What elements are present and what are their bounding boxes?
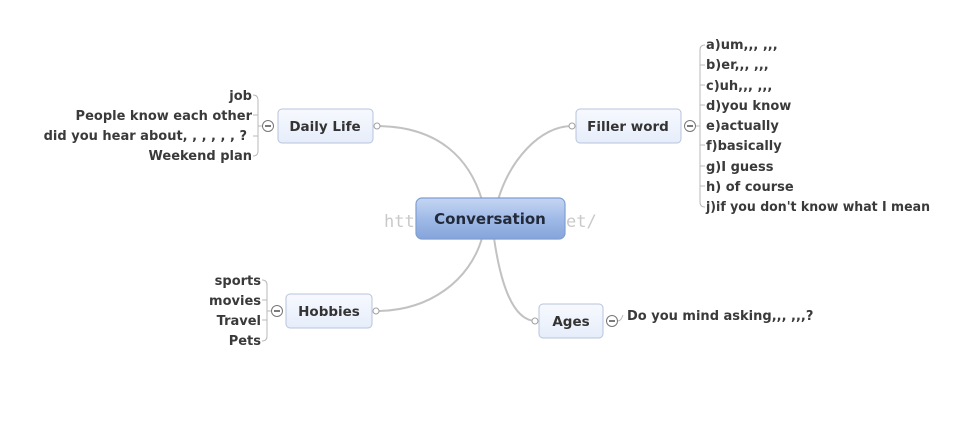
hobbies-item[interactable]: sports xyxy=(215,274,262,289)
hobbies-label: Hobbies xyxy=(298,304,360,320)
filler-word-item[interactable]: j)if you don't know what I mean xyxy=(705,200,930,215)
ages-connector-icon xyxy=(531,317,539,325)
daily-life-item[interactable]: did you hear about, , , , , , ? xyxy=(44,129,247,144)
topic-filler-word[interactable]: Filler word xyxy=(575,108,682,144)
hobbies-box xyxy=(285,293,373,329)
central-topic[interactable]: Conversation xyxy=(415,197,566,240)
daily-life-collapse-icon[interactable] xyxy=(262,120,274,132)
hobbies-item[interactable]: Travel xyxy=(217,314,261,329)
topic-ages[interactable]: Ages xyxy=(538,303,604,339)
daily-life-item[interactable]: job xyxy=(228,89,252,104)
ages-box xyxy=(538,303,604,339)
filler-word-item[interactable]: c)uh,,, ,,, xyxy=(706,79,772,94)
branch-hobbies xyxy=(375,237,483,312)
filler-word-box xyxy=(575,108,682,144)
hobbies-connector-icon xyxy=(372,307,380,315)
watermark-left: http xyxy=(384,212,425,232)
central-topic-box xyxy=(415,197,566,240)
branch-ages xyxy=(493,237,537,322)
branch-filler-word xyxy=(497,125,573,201)
filler-word-item[interactable]: a)um,,, ,,, xyxy=(706,38,778,53)
filler-word-item[interactable]: e)actually xyxy=(706,119,779,134)
watermark-right: et/ xyxy=(566,212,597,232)
daily-life-label: Daily Life xyxy=(289,119,360,135)
filler-word-bracket xyxy=(696,44,706,208)
filler-word-item[interactable]: b)er,,, ,,, xyxy=(706,58,769,73)
daily-life-connector-icon xyxy=(373,122,381,130)
daily-life-box xyxy=(277,108,374,144)
hobbies-collapse-icon[interactable] xyxy=(271,305,283,317)
daily-life-bracket xyxy=(252,94,262,157)
topic-hobbies[interactable]: Hobbies xyxy=(285,293,373,329)
main-branches xyxy=(375,125,573,322)
daily-life-item[interactable]: People know each other xyxy=(76,109,253,124)
central-topic-label: Conversation xyxy=(434,210,546,228)
ages-item[interactable]: Do you mind asking,,, ,,,? xyxy=(627,309,813,324)
hobbies-bracket xyxy=(261,279,271,342)
daily-life-item[interactable]: Weekend plan xyxy=(149,149,253,164)
daily-life-items: job People know each other did you hear … xyxy=(44,89,253,164)
filler-word-items: a)um,,, ,,, b)er,,, ,,, c)uh,,, ,,, d)yo… xyxy=(705,38,930,215)
filler-word-item[interactable]: g)I guess xyxy=(706,160,774,175)
filler-word-item[interactable]: d)you know xyxy=(706,99,791,114)
topic-daily-life[interactable]: Daily Life xyxy=(277,108,374,144)
filler-word-label: Filler word xyxy=(587,119,669,135)
ages-connector-line xyxy=(617,314,624,322)
filler-word-item[interactable]: h) of course xyxy=(706,180,794,195)
ages-items: Do you mind asking,,, ,,,? xyxy=(627,309,813,324)
branch-daily-life xyxy=(375,125,483,201)
hobbies-items: sports movies Travel Pets xyxy=(209,274,261,349)
ages-collapse-icon[interactable] xyxy=(606,315,618,327)
filler-word-item[interactable]: f)basically xyxy=(706,139,782,154)
filler-word-collapse-icon[interactable] xyxy=(684,120,696,132)
hobbies-item[interactable]: movies xyxy=(209,294,261,309)
hobbies-item[interactable]: Pets xyxy=(229,334,262,349)
filler-word-connector-icon xyxy=(568,122,576,130)
ages-label: Ages xyxy=(552,314,589,330)
